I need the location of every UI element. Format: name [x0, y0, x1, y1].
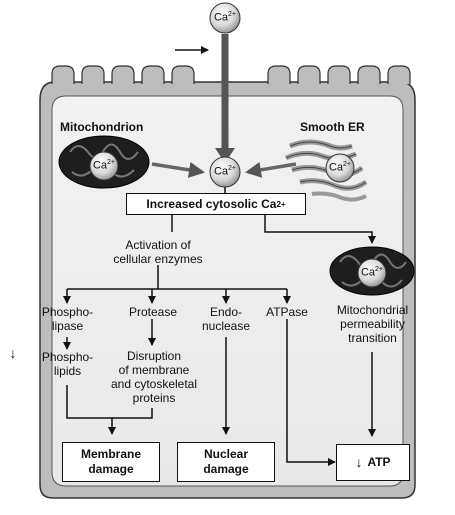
mito-release-arrow — [151, 162, 205, 178]
endonuclease-label: Endo-nuclease — [201, 305, 251, 333]
atp-box: ↓ATP — [336, 444, 410, 481]
ca-label-center: Ca2+ — [213, 165, 237, 178]
down-arrow-icon: ↓ — [355, 454, 363, 470]
down-arrow-icon: ↓ — [9, 345, 17, 361]
mitochondrion-right — [329, 246, 415, 296]
microvillus — [357, 65, 381, 84]
microvillus — [297, 65, 321, 84]
protease-label: Protease — [128, 305, 178, 319]
ca-label-top: Ca2+ — [213, 11, 237, 24]
ca-ion-top — [209, 2, 241, 34]
microvillus — [171, 65, 195, 84]
smooth-er — [284, 139, 368, 202]
ca-label-er: Ca2+ — [328, 161, 352, 174]
smooth-er-label: Smooth ER — [300, 120, 365, 134]
mitochondrion-left — [58, 135, 150, 189]
microvillus — [327, 65, 351, 84]
atpase-label: ATPase — [266, 305, 308, 319]
microvillus — [81, 65, 105, 84]
microvillus — [51, 65, 75, 84]
to-mpt-arrow — [264, 214, 376, 244]
microvillus — [111, 65, 135, 84]
ca-label-mito-right: Ca2+ — [360, 266, 384, 279]
microvillus — [141, 65, 165, 84]
ca-label-mito: Ca2+ — [92, 159, 116, 172]
mitochondrion-label: Mitochondrion — [60, 120, 144, 134]
phospholipase-label: Phospho-lipase — [41, 305, 94, 333]
microvillus — [387, 65, 411, 84]
microvillus — [267, 65, 291, 84]
er-release-arrow — [245, 161, 297, 178]
phospholipids-label: Phospho-lipids — [41, 350, 94, 378]
